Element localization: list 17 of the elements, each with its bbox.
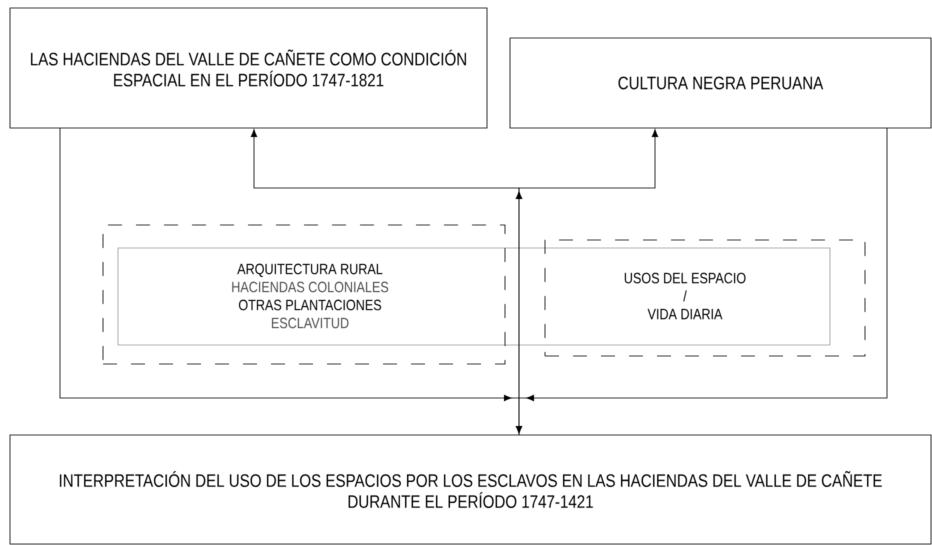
title-box: [10, 8, 488, 128]
node-text: LAS HACIENDAS DEL VALLE DE CAÑETE COMO CONDICIÓN ESPACIAL EN EL PERÍODO 1747-1821: [31, 50, 466, 86]
node-text: /: [683, 290, 687, 302]
dashed-group-box: [102, 224, 506, 364]
node-text: ARQUITECTURA RURAL: [237, 264, 382, 277]
node-text: ESCLAVITUD: [272, 318, 348, 328]
arrow: [516, 129, 658, 436]
dashed-group-box: [544, 240, 866, 356]
node-text: HACIENDAS COLONIALES: [232, 282, 388, 292]
result-box: [10, 434, 932, 544]
node-text: CULTURA NEGRA PERUANA: [618, 76, 824, 90]
node-text: VIDA DIARIA: [648, 308, 722, 320]
node-text: USOS DEL ESPACIO: [624, 272, 746, 284]
node-text: INTERPRETACIÓN DEL USO DE LOS ESPACIOS POR LOS ESCLAVOS EN LAS HACIENDAS DEL VALLE DE CAÑETE DURANTE EL PERÍODO 1747-1421: [60, 471, 882, 508]
title-box: [510, 38, 932, 128]
node-text: OTRAS PLANTACIONES: [238, 300, 382, 310]
arrow: [516, 128, 888, 434]
